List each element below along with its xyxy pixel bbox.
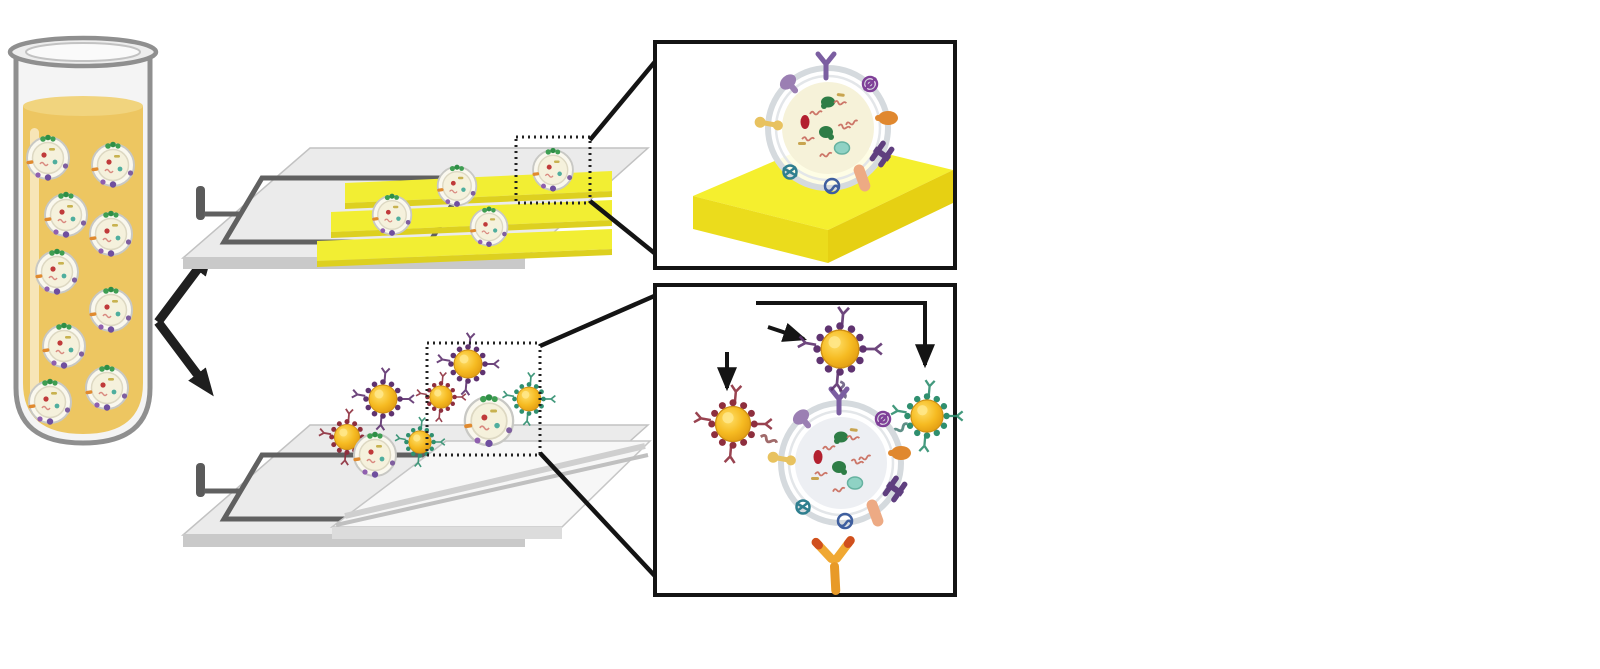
chart-sers-spectra-labelbased — [973, 350, 1313, 560]
panel-a-illustration — [693, 54, 953, 263]
plasma-tube — [7, 35, 159, 446]
bars-svg — [1353, 318, 1600, 584]
zoom-box-labelfree — [514, 135, 592, 205]
panel-b-illustration — [692, 301, 964, 597]
flow-branch-arrow — [154, 247, 214, 397]
labelfree-chip — [180, 135, 650, 269]
sers-spectra-bottom-svg — [973, 350, 1313, 555]
chart-pca-scatter — [1328, 20, 1598, 283]
sers-spectra-top-svg — [972, 28, 1304, 290]
chart-sers-spectra-labelfree — [972, 28, 1304, 295]
chart-marker-bars — [1353, 318, 1600, 589]
nanotag-arrows — [717, 301, 935, 392]
zoom-box-labelbased — [425, 341, 542, 457]
labelbased-chip — [180, 331, 652, 547]
pca-svg — [1328, 20, 1598, 278]
